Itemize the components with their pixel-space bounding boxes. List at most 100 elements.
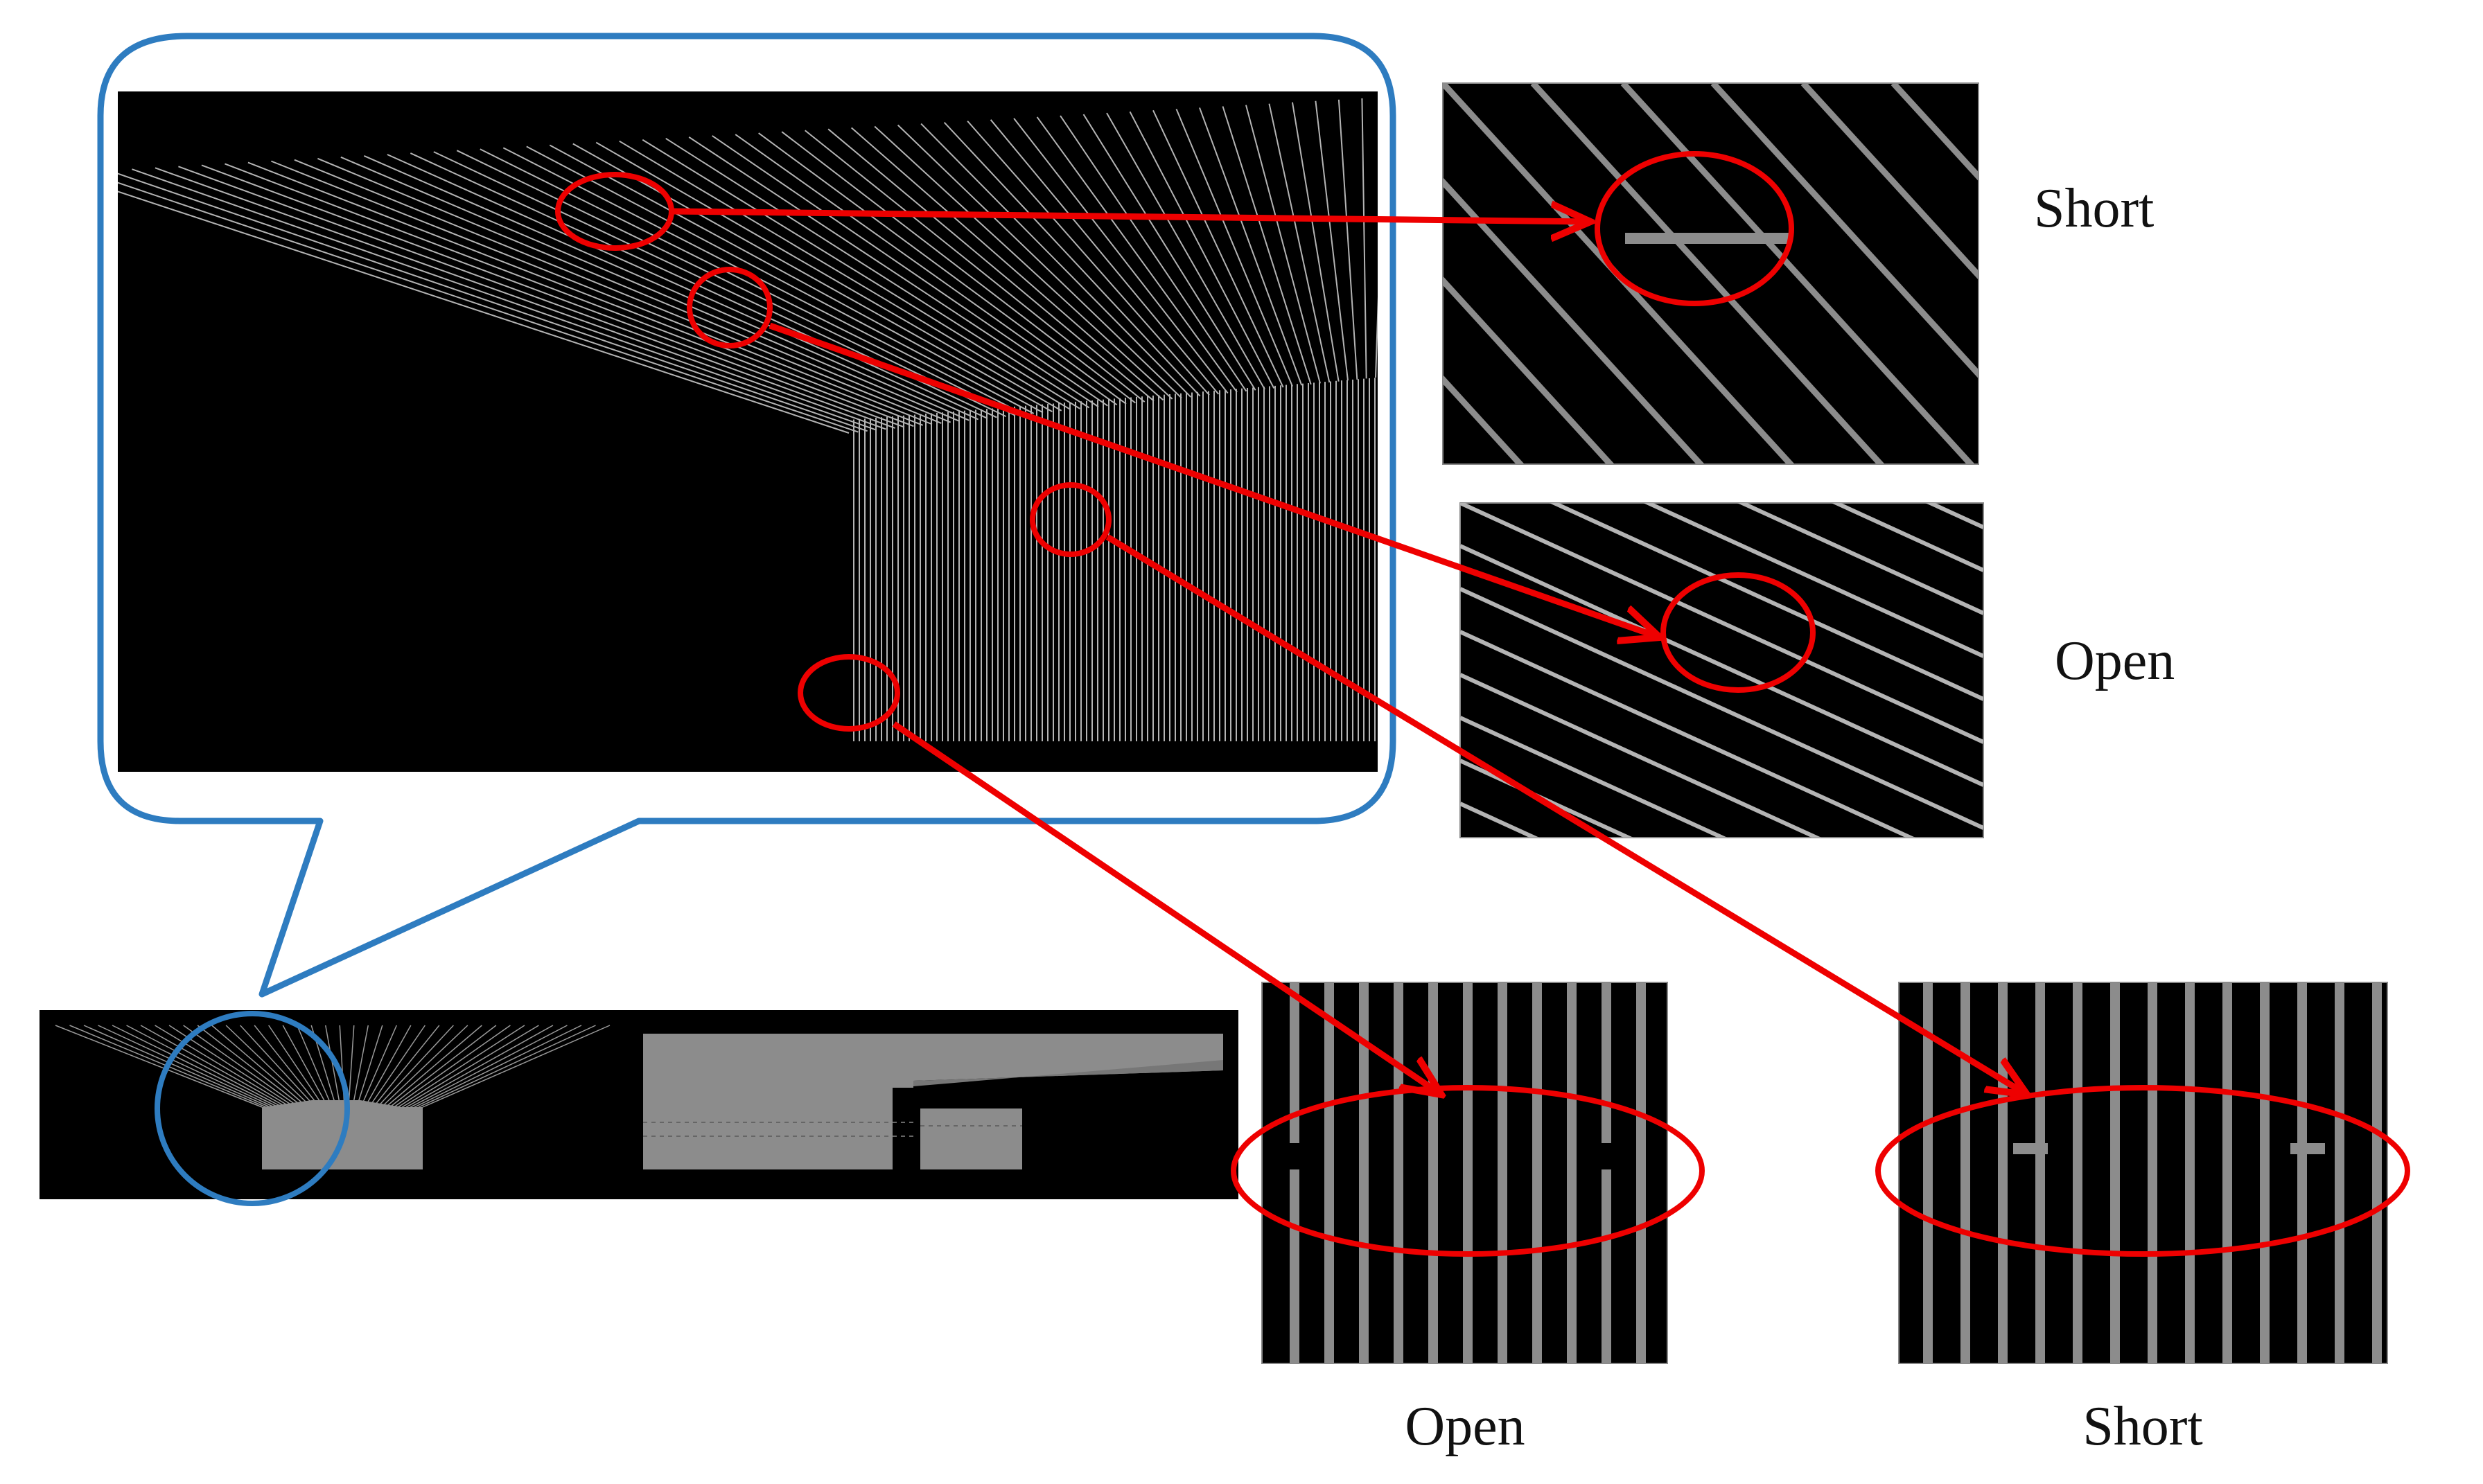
short-bridge-left xyxy=(2013,1143,2048,1154)
fan-trace xyxy=(201,164,905,428)
fan-trace xyxy=(118,182,859,433)
fan-trace xyxy=(688,136,1099,407)
strip-fan-trace xyxy=(418,1025,596,1108)
fan-trace xyxy=(1222,106,1312,385)
diagonal-trace xyxy=(1443,276,1615,464)
fan-trace xyxy=(118,173,868,432)
strip-step xyxy=(920,1108,1022,1169)
strip-fan-trace xyxy=(98,1025,275,1108)
label-short-top: Short xyxy=(2034,178,2154,239)
strip-fan-trace xyxy=(365,1025,412,1108)
arrow-short-diagonal xyxy=(671,211,1590,222)
diagonal-trace xyxy=(1443,374,1525,464)
fan-trace xyxy=(595,141,1062,412)
fan-trace xyxy=(317,157,951,423)
strip-fan-trace xyxy=(397,1025,525,1108)
diagonal-trace xyxy=(1460,716,1728,838)
strip-fan-trace xyxy=(83,1025,271,1108)
diagonal-trace xyxy=(1443,177,1705,464)
diagonal-trace xyxy=(1460,503,1983,744)
strip-fan-trace xyxy=(393,1025,511,1108)
detail-panel-vertical-short xyxy=(1898,982,2388,1364)
open-gap-right xyxy=(1597,1143,1615,1169)
marker-open-diagonal-main xyxy=(687,267,773,348)
strip-fan-trace xyxy=(414,1025,582,1108)
fan-trace xyxy=(943,121,1201,397)
fan-trace xyxy=(1106,112,1265,390)
strip-fan-trace xyxy=(240,1025,316,1108)
fan-trace xyxy=(340,156,960,423)
diagonal-trace xyxy=(1831,503,1983,572)
fan-trace xyxy=(712,135,1108,407)
fan-trace xyxy=(642,139,1080,409)
fan-trace xyxy=(1152,109,1284,388)
fan-trace xyxy=(502,147,1025,416)
fan-trace xyxy=(781,131,1136,404)
arrow-short-vertical xyxy=(1105,534,2027,1095)
fan-trace xyxy=(1291,102,1340,382)
diagonal-trace xyxy=(1549,503,1983,701)
detail-panel-vertical-open xyxy=(1261,982,1668,1364)
diagonal-trace xyxy=(1460,630,1916,838)
diagonal-trace xyxy=(1737,503,1983,615)
strip-fan-trace xyxy=(325,1025,341,1108)
fan-trace xyxy=(132,168,877,431)
strip-gap xyxy=(893,1088,913,1169)
open-gap-left xyxy=(1286,1143,1304,1169)
full-layout-strip xyxy=(40,1010,1238,1199)
strip-fan-trace xyxy=(297,1025,333,1108)
fan-trace xyxy=(480,148,1016,416)
strip-fan-trace xyxy=(268,1025,324,1108)
fan-trace xyxy=(526,145,1035,414)
fan-trace xyxy=(920,123,1192,398)
fan-trace xyxy=(1013,118,1229,394)
fan-trace xyxy=(805,130,1146,403)
magnifier-circle xyxy=(155,1011,350,1206)
fan-trace xyxy=(1129,111,1275,389)
fan-trace xyxy=(850,127,1164,401)
strip-fan-trace xyxy=(360,1025,397,1108)
fan-trace xyxy=(247,161,924,426)
strip-fan-trace xyxy=(55,1025,263,1108)
fan-trace xyxy=(1268,103,1331,383)
strip-fan-trace xyxy=(373,1025,440,1108)
fan-trace xyxy=(572,143,1053,412)
strip-fan-trace xyxy=(183,1025,299,1108)
fan-trace xyxy=(619,140,1071,411)
fan-trace xyxy=(1082,114,1256,391)
fan-trace xyxy=(967,121,1210,396)
strip-fan-trace xyxy=(211,1025,308,1108)
fan-trace xyxy=(118,191,850,434)
strip-fan-trace xyxy=(385,1025,482,1108)
fan-trace xyxy=(271,160,933,425)
diagonal-trace xyxy=(1710,83,1978,379)
strip-fan-trace xyxy=(112,1025,279,1108)
fan-trace xyxy=(456,150,1007,418)
strip-fan-trace xyxy=(410,1025,568,1108)
fan-trace xyxy=(897,124,1182,399)
strip-fan-trace xyxy=(282,1025,328,1108)
fan-trace xyxy=(990,119,1220,395)
strip-fan-trace xyxy=(254,1025,320,1108)
strip-fan-trace xyxy=(155,1025,292,1108)
fan-trace xyxy=(387,154,979,421)
marker-short-diagonal-detail xyxy=(1595,151,1794,306)
strip-fan-trace xyxy=(225,1025,312,1108)
strip-block-right xyxy=(913,1060,1223,1086)
fan-trace xyxy=(665,137,1090,409)
diagonal-trace xyxy=(1800,83,1978,281)
strip-fan-trace xyxy=(405,1025,554,1108)
diagonal-trace xyxy=(1530,83,1885,464)
marker-open-vertical-main xyxy=(798,654,900,732)
diagonal-trace xyxy=(1983,83,2344,478)
diagonal-trace xyxy=(1890,83,1978,182)
fan-trace xyxy=(225,163,914,427)
fan-trace xyxy=(155,167,886,430)
diagonal-trace xyxy=(1460,587,1983,830)
strip-fan-trace xyxy=(348,1025,355,1108)
strip-fan-trace xyxy=(126,1025,283,1108)
marker-short-vertical-main xyxy=(1030,482,1112,557)
fan-trace xyxy=(363,154,969,421)
strip-fan-trace xyxy=(369,1025,425,1108)
